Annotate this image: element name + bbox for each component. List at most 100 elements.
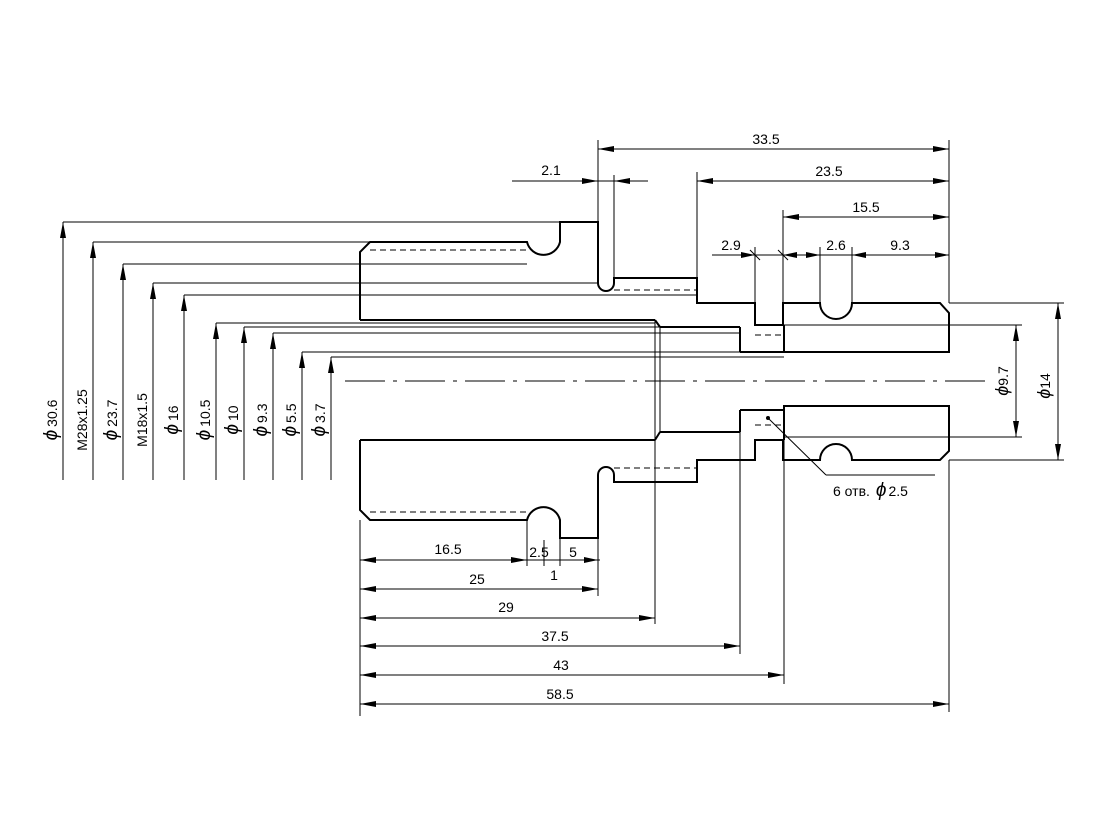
dim-33-5: 33.5 xyxy=(752,131,779,147)
left-dim-arrow xyxy=(150,283,156,299)
left-dim-value: M18x1.5 xyxy=(134,393,150,447)
dim-2-1: 2.1 xyxy=(541,162,561,178)
dim-9-7: 9.7 xyxy=(995,366,1011,386)
dim-43: 43 xyxy=(553,657,569,673)
part-outline xyxy=(345,221,990,539)
phi-symbol: ϕ xyxy=(280,426,301,437)
arrow-2-9-right xyxy=(783,252,797,258)
arrow-9-7-bot xyxy=(1013,421,1019,437)
phi-symbol: ϕ xyxy=(876,480,887,501)
left-dim-arrow xyxy=(120,264,126,280)
arrow-25-left xyxy=(360,586,376,592)
dim-9-7-label: ϕ9.7 xyxy=(992,366,1012,396)
left-dim-arrow xyxy=(270,333,276,349)
phi-symbol: ϕ xyxy=(1034,389,1054,399)
dim-37-5: 37.5 xyxy=(541,628,568,644)
left-dim-value: 16 xyxy=(165,405,181,421)
phi-symbol: ϕ xyxy=(194,430,215,441)
left-dim-label: M28x1.25 xyxy=(74,389,90,451)
left-dim-label: ϕ 23.7 xyxy=(101,399,122,440)
arrow-33-5-right xyxy=(933,146,949,152)
phi-symbol: ϕ xyxy=(309,426,330,437)
phi-symbol: ϕ xyxy=(41,430,62,441)
left-dim-label: ϕ 9.3 xyxy=(251,403,272,436)
arrow-9-3-right xyxy=(935,252,949,258)
dim-14: 14 xyxy=(1037,373,1053,389)
arrow-33-5-left xyxy=(598,146,614,152)
left-dim-label: ϕ 5.5 xyxy=(280,403,301,436)
arrow-9-7-top xyxy=(1013,325,1019,341)
arrow-58-5-right xyxy=(933,701,949,707)
dim-58-5: 58.5 xyxy=(546,686,573,702)
arrow-16-5-left xyxy=(360,557,376,563)
arrow-29-left xyxy=(360,615,376,621)
left-dim-label: ϕ30.6 xyxy=(41,399,62,440)
holes-note-value: 2.5 xyxy=(888,483,908,499)
left-dim-arrow xyxy=(181,295,187,311)
left-dim-arrow xyxy=(241,327,247,343)
dim-2-5: 2.5 xyxy=(529,544,549,560)
dim-2-9: 2.9 xyxy=(721,237,741,253)
top-dimensions: 33.5 23.5 15.5 2.1 2.9 2.6 9.3 xyxy=(512,131,950,303)
arrow-29-right xyxy=(639,615,655,621)
holes-note-text: 6 отв. xyxy=(833,483,870,499)
left-dim-value: 10 xyxy=(225,405,241,421)
leader-line-diagonal xyxy=(767,417,827,476)
phi-symbol: ϕ xyxy=(222,424,243,435)
arrow-2-1-right xyxy=(614,178,630,184)
tick-755 xyxy=(749,249,761,261)
dim-23-5: 23.5 xyxy=(815,163,842,179)
tick-783 xyxy=(777,249,789,261)
arrow-15-5-left xyxy=(783,214,799,220)
left-dim-arrow xyxy=(213,323,219,339)
dim-29: 29 xyxy=(498,599,514,615)
left-dim-value: 23.7 xyxy=(104,399,120,426)
dim-2-6: 2.6 xyxy=(826,237,846,253)
dim-5: 5 xyxy=(569,544,577,560)
left-dim-value: 5.5 xyxy=(283,403,299,423)
dim-25: 25 xyxy=(469,571,485,587)
phi-symbol: ϕ xyxy=(162,424,183,435)
arrow-25-right xyxy=(582,586,598,592)
dim-9-3: 9.3 xyxy=(890,237,910,253)
phi-symbol: ϕ xyxy=(992,386,1012,396)
left-dim-arrow xyxy=(328,357,334,373)
arrow-15-5-right xyxy=(933,214,949,220)
arrow-58-5-left xyxy=(360,701,376,707)
left-dim-label: M18x1.5 xyxy=(134,393,150,447)
left-dim-arrow xyxy=(90,242,96,258)
arrow-43-left xyxy=(360,672,376,678)
bore-step-lower xyxy=(654,431,661,441)
arrow-43-right xyxy=(768,672,784,678)
left-dim-value: 3.7 xyxy=(312,403,328,423)
arrow-14-bot xyxy=(1055,444,1061,460)
dim-1: 1 xyxy=(550,567,558,583)
left-dim-label: ϕ 3.7 xyxy=(309,403,330,436)
left-dim-label: ϕ 16 xyxy=(162,405,183,434)
phi-symbol: ϕ xyxy=(251,426,272,437)
left-dim-value: 10.5 xyxy=(197,399,213,426)
arrow-2-6-right xyxy=(852,252,866,258)
left-dim-arrow xyxy=(299,352,305,368)
leader-dot xyxy=(766,416,770,420)
lower-half-outline xyxy=(359,405,950,539)
left-dim-label: ϕ 10 xyxy=(222,405,243,434)
left-diameter-dimensions: ϕ30.6 M28x1.25 ϕ 23.7 M18x1.5 ϕ 16 ϕ 10.5 ϕ 10 ϕ 9.3… xyxy=(41,221,784,480)
arrow-2-9-left xyxy=(741,252,755,258)
bore-step-upper xyxy=(654,319,661,328)
arrow-23-5-left xyxy=(697,178,713,184)
left-dim-arrow xyxy=(60,222,66,238)
left-dim-label: ϕ 10.5 xyxy=(194,399,215,440)
arrow-14-top xyxy=(1055,303,1061,319)
dim-16-5: 16.5 xyxy=(434,541,461,557)
left-dim-value: M28x1.25 xyxy=(74,389,90,451)
phi-symbol: ϕ xyxy=(101,430,122,441)
arrow-16-5-right xyxy=(511,557,527,563)
arrow-23-5-right xyxy=(933,178,949,184)
left-dim-value: 9.3 xyxy=(254,403,270,423)
arrow-2-1-left xyxy=(582,178,598,184)
dim-15-5: 15.5 xyxy=(852,199,879,215)
